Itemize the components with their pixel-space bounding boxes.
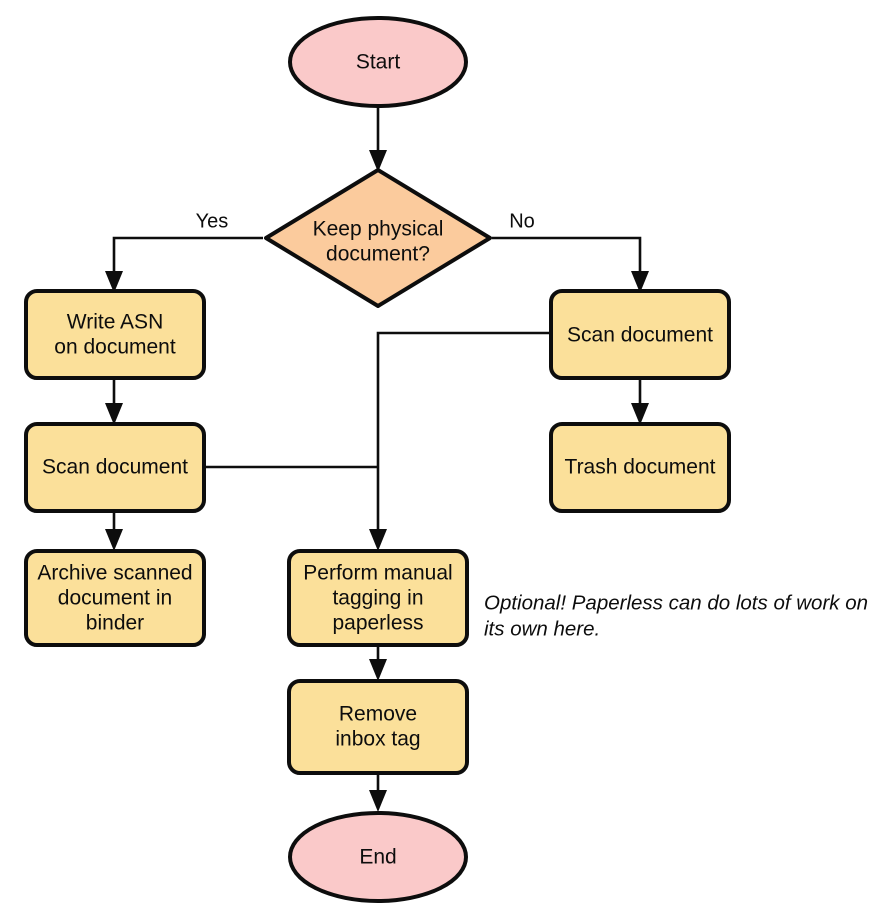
node-archive-shape[interactable]: [24, 549, 206, 647]
node-scan-document-left[interactable]: Scan document: [24, 422, 206, 513]
edge-decision-no-to-scan-right: [492, 236, 649, 293]
edge-start-to-decision: [369, 104, 387, 172]
edge-tagging-to-remove-inbox: [369, 645, 387, 681]
node-end[interactable]: End: [288, 811, 468, 903]
node-trash-document[interactable]: Trash document: [549, 422, 731, 513]
node-decision-shape[interactable]: [264, 168, 492, 308]
node-archive-scanned-document[interactable]: Archive scanned document in binder: [24, 549, 206, 647]
node-trash-document-shape[interactable]: [549, 422, 731, 513]
edge-scan-left-to-archive: [105, 510, 123, 551]
node-start-shape[interactable]: [288, 16, 468, 108]
edge-write-asn-to-scan-left: [105, 378, 123, 425]
edge-scan-right-to-trash: [631, 378, 649, 425]
annotation-line2: its own here.: [484, 617, 600, 640]
node-write-asn[interactable]: Write ASN on document: [24, 289, 206, 380]
edge-scan-right-to-tagging: [369, 331, 552, 551]
node-decision-keep-physical-document[interactable]: Keep physical document?: [264, 168, 492, 308]
annotation-line1: Optional! Paperless can do lots of work …: [484, 591, 868, 614]
node-write-asn-shape[interactable]: [24, 289, 206, 380]
edge-decision-yes-to-write-asn: [105, 236, 263, 293]
node-start[interactable]: Start: [288, 16, 468, 108]
node-tagging-shape[interactable]: [287, 549, 469, 647]
node-perform-manual-tagging[interactable]: Perform manual tagging in paperless: [287, 549, 469, 647]
node-scan-document-left-shape[interactable]: [24, 422, 206, 513]
node-scan-document-right[interactable]: Scan document: [549, 289, 731, 380]
node-remove-inbox-tag[interactable]: Remove inbox tag: [287, 679, 469, 775]
edge-label-no: No: [509, 210, 535, 232]
edge-remove-inbox-to-end: [369, 773, 387, 812]
annotation-optional-paperless: Optional! Paperless can do lots of work …: [484, 591, 868, 640]
edge-label-yes: Yes: [196, 210, 229, 232]
node-remove-inbox-shape[interactable]: [287, 679, 469, 775]
node-end-shape[interactable]: [288, 811, 468, 903]
node-scan-document-right-shape[interactable]: [549, 289, 731, 380]
